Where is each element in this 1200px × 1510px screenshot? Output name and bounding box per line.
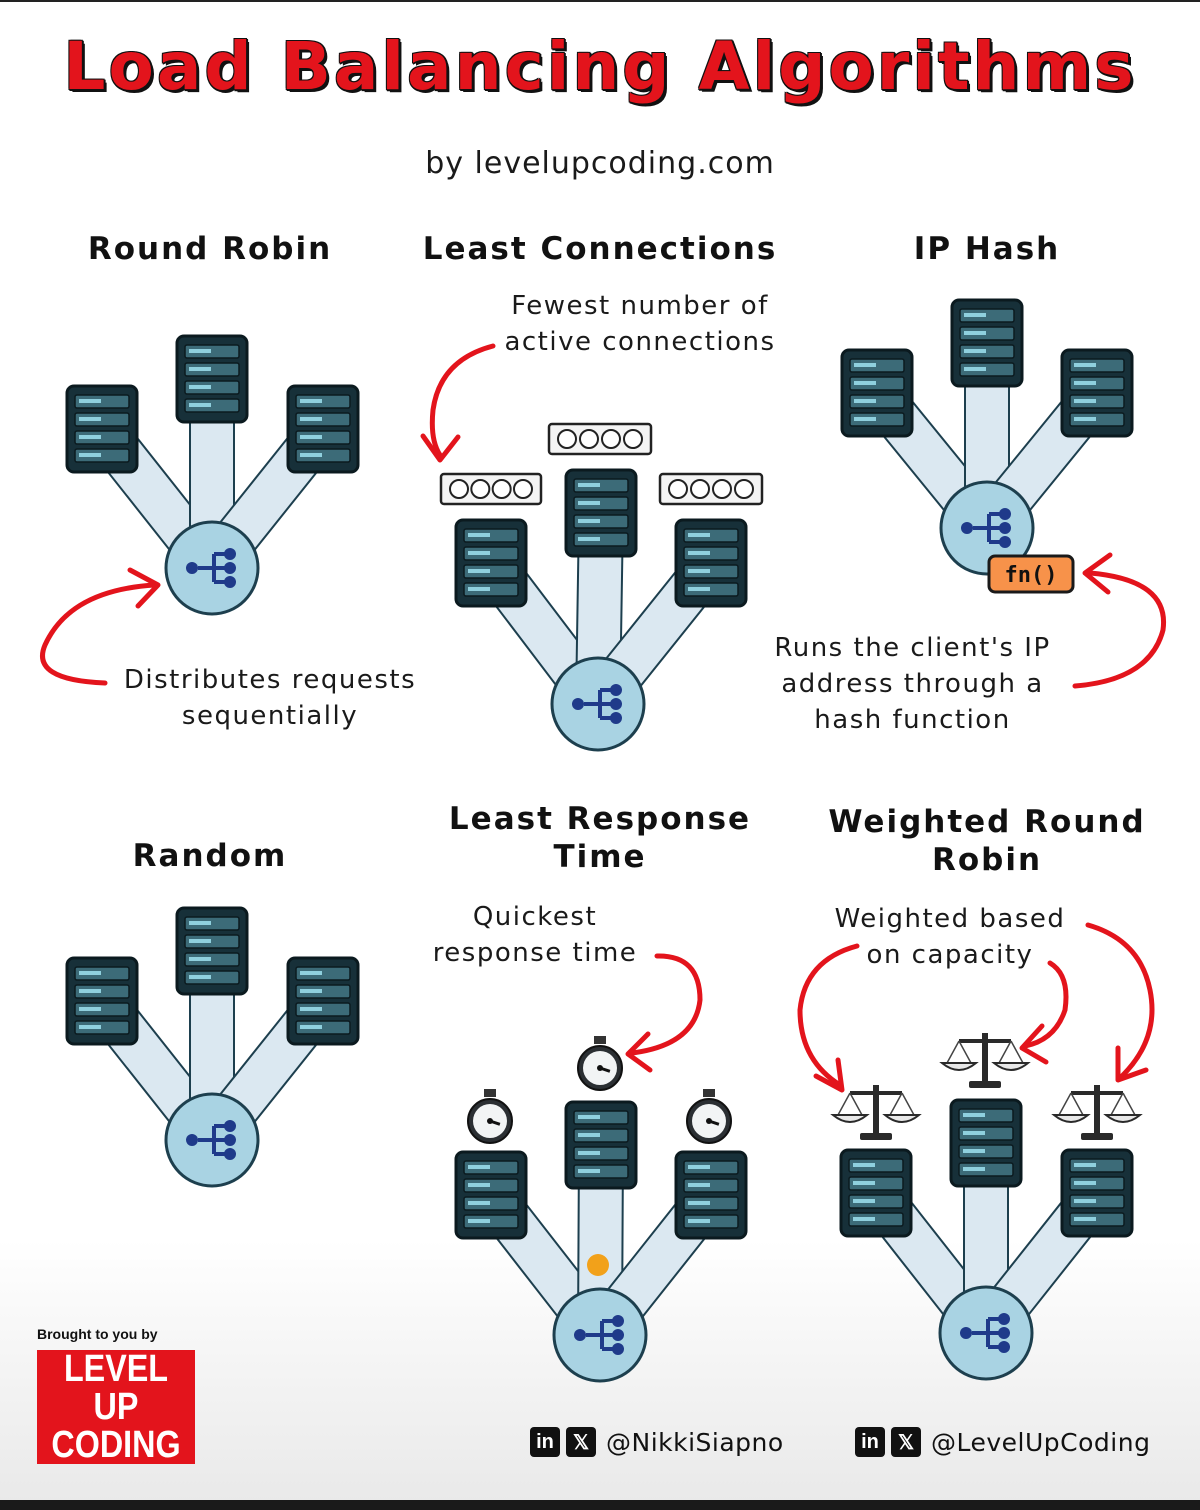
- server-icon: [564, 468, 638, 558]
- stopwatch-icon: [467, 1089, 513, 1144]
- social-nikki: in 𝕏 @NikkiSiapno: [530, 1424, 784, 1460]
- weighted-round-robin-note: Weighted based on capacity: [815, 901, 1085, 973]
- least-connections-note-line-1: Fewest number of: [511, 291, 769, 321]
- ip-hash-note-line-3: hash function: [814, 705, 1011, 735]
- brought-by-label: Brought to you by: [37, 1326, 158, 1342]
- server-icon: [454, 518, 528, 608]
- least-response-time-note-line-2: response time: [432, 938, 638, 968]
- server-icon: [949, 1098, 1023, 1188]
- bottom-border: [0, 1500, 1200, 1510]
- weighted-round-robin-note-line-2: on capacity: [866, 940, 1034, 970]
- server-icon: [286, 384, 360, 474]
- server-icon: [1060, 348, 1134, 438]
- load-balancer-icon: [164, 520, 260, 616]
- server-icon: [454, 1150, 528, 1240]
- annotation-arrow: [1022, 960, 1069, 1049]
- load-balancer-icon: [552, 1287, 648, 1383]
- least-response-time-title-line-2: Time: [553, 839, 647, 875]
- power-strip-icon: [439, 472, 543, 506]
- fn-badge: fn(): [987, 554, 1075, 594]
- ip-hash-note-line-2: address through a: [781, 669, 1044, 699]
- annotation-arrow: [629, 953, 703, 1056]
- least-response-time-note: Quickest response time: [415, 899, 655, 971]
- server-icon: [286, 956, 360, 1046]
- power-strip-icon: [658, 472, 764, 506]
- arrow-head: [420, 433, 461, 463]
- level-up-coding-logo: LEVEL UP CODING: [37, 1350, 195, 1464]
- load-balancer-icon: [938, 1285, 1034, 1381]
- arrow-head: [813, 1057, 845, 1093]
- arrow-head: [625, 1031, 653, 1073]
- main-title: Load Balancing Algorithms: [63, 28, 1137, 105]
- annotation-arrow: [429, 343, 496, 458]
- request-dot: [587, 1254, 609, 1276]
- annotation-arrow: [1085, 922, 1155, 1081]
- power-strip-icon: [547, 422, 653, 456]
- x-icon[interactable]: 𝕏: [566, 1427, 596, 1457]
- server-icon: [840, 348, 914, 438]
- social-levelupcoding: in 𝕏 @LevelUpCoding: [855, 1424, 1150, 1460]
- balance-scale-icon: [939, 1033, 1031, 1088]
- weighted-round-robin-title: Weighted Round Robin: [817, 803, 1157, 879]
- subtitle: by levelupcoding.com: [425, 146, 775, 181]
- load-balancer-icon: [939, 480, 1035, 576]
- balance-scale-icon: [1051, 1085, 1143, 1140]
- least-response-time-title-line-1: Least Response: [448, 801, 752, 837]
- social-handle[interactable]: @LevelUpCoding: [931, 1427, 1151, 1457]
- least-response-time-note-line-1: Quickest: [472, 902, 598, 932]
- server-icon: [839, 1148, 913, 1238]
- weighted-round-robin-note-line-1: Weighted based: [834, 904, 1066, 934]
- weighted-round-robin-title-line-1: Weighted Round: [828, 804, 1146, 840]
- round-robin-note: Distributes requests sequentially: [95, 662, 445, 734]
- stopwatch-icon: [686, 1089, 732, 1144]
- load-balancer-icon: [164, 1092, 260, 1188]
- annotation-arrow: [40, 582, 158, 686]
- arrow-head: [127, 567, 161, 609]
- top-border: [0, 0, 1200, 2]
- least-response-time-title: Least Response Time: [400, 800, 800, 876]
- server-icon: [65, 956, 139, 1046]
- linkedin-icon[interactable]: in: [530, 1427, 560, 1457]
- round-robin-title: Round Robin: [87, 231, 333, 267]
- load-balancer-icon: [550, 656, 646, 752]
- annotation-arrow: [1072, 570, 1167, 689]
- ip-hash-title: IP Hash: [913, 231, 1061, 267]
- server-icon: [1060, 1148, 1134, 1238]
- linkedin-icon[interactable]: in: [855, 1427, 885, 1457]
- server-icon: [674, 518, 748, 608]
- server-icon: [65, 384, 139, 474]
- arrow-head: [1019, 1023, 1049, 1065]
- server-icon: [674, 1150, 748, 1240]
- stopwatch-icon: [577, 1036, 623, 1091]
- arrow-head: [1115, 1045, 1149, 1083]
- least-connections-title: Least Connections: [422, 231, 778, 267]
- least-connections-note-line-2: active connections: [504, 327, 776, 357]
- random-title: Random: [132, 838, 288, 874]
- least-connections-note: Fewest number of active connections: [480, 288, 800, 360]
- social-handle[interactable]: @NikkiSiapno: [606, 1427, 784, 1457]
- server-icon: [564, 1100, 638, 1190]
- server-icon: [950, 298, 1024, 388]
- server-icon: [175, 334, 249, 424]
- arrow-head: [1082, 552, 1113, 595]
- round-robin-note-line-2: sequentially: [181, 701, 359, 731]
- balance-scale-icon: [830, 1085, 922, 1140]
- ip-hash-note: Runs the client's IP address through a h…: [740, 630, 1085, 738]
- annotation-arrow: [797, 943, 860, 1088]
- svg-text:fn(): fn(): [1005, 563, 1058, 588]
- ip-hash-note-line-1: Runs the client's IP: [774, 633, 1051, 663]
- x-icon[interactable]: 𝕏: [891, 1427, 921, 1457]
- server-icon: [175, 906, 249, 996]
- weighted-round-robin-title-line-2: Robin: [931, 842, 1043, 878]
- round-robin-note-line-1: Distributes requests: [123, 665, 417, 695]
